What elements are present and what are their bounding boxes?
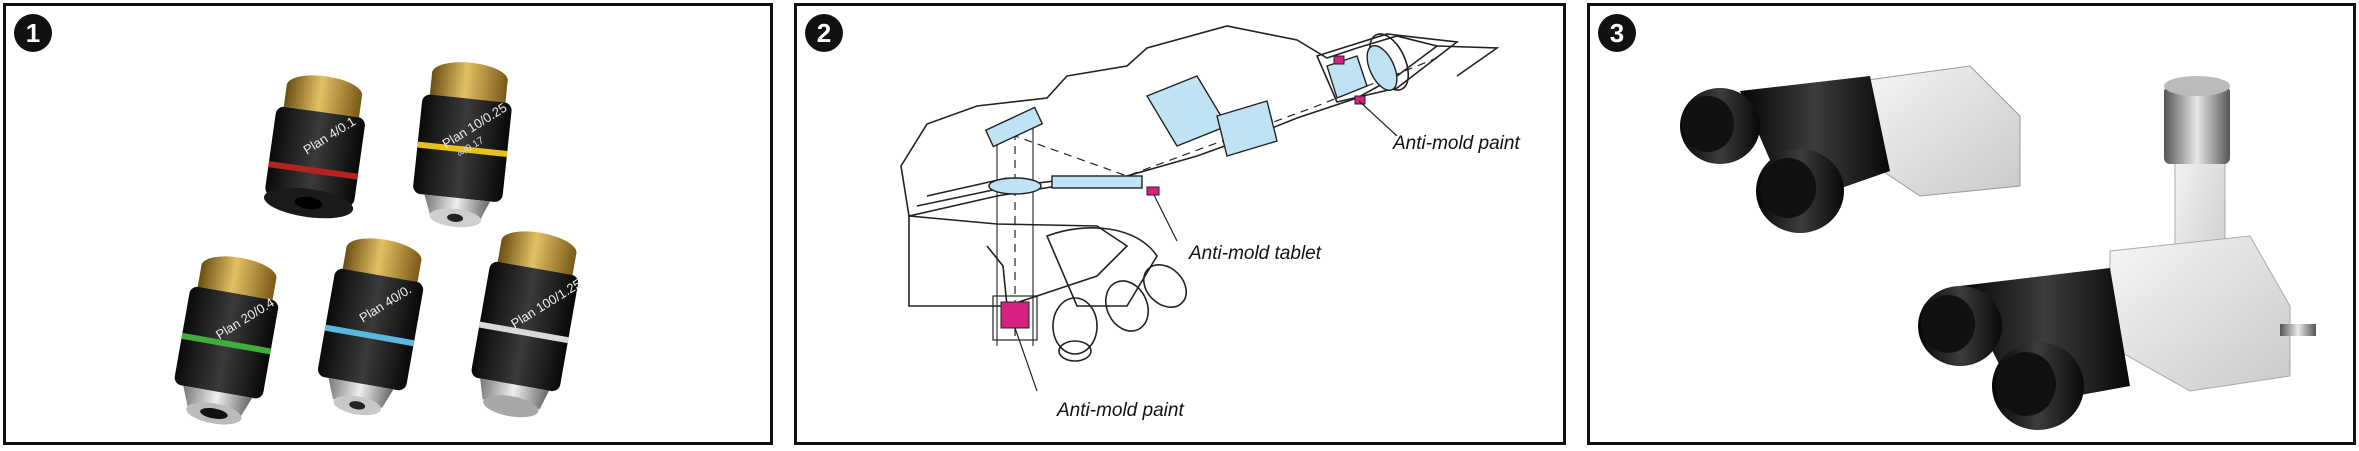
objective-plan-100 [471,231,579,418]
objective-plan-10 [413,62,512,228]
objective-plan-4 [263,75,365,219]
panel-number-badge: 2 [805,14,843,52]
panel-microscope-heads: 3 [1587,3,2356,445]
objective-lens-1 [1052,297,1098,355]
stage-outline [908,215,1129,307]
optical-elements [984,44,1398,195]
objective-plan-20 [174,256,279,425]
band-color [324,324,415,347]
leader-middle [1153,194,1178,242]
panel-number-badge: 3 [1598,14,1636,52]
microscope-heads-illustration [1680,65,2316,430]
label-anti-mold-tablet: Anti-mold tablet [1189,243,1322,264]
microscope-body-outline [900,25,1439,217]
band-color [478,321,569,344]
panel-objectives: 1 [3,3,773,445]
band-color [268,161,359,180]
camera-port-tube [2164,86,2230,164]
leader-top-right [1358,100,1398,137]
eyepiece-tube [1315,33,1460,103]
nosepiece [1045,227,1158,307]
anti-mold-markers [1000,55,1366,329]
microscope-line-diagram [900,25,1500,392]
objective-plan-40 [317,238,424,416]
label-anti-mold-paint-bottom: Anti-mold paint [1057,400,1184,421]
objective-lens-2 [1105,280,1149,332]
band-color [417,141,508,157]
objective-lens-3 [1142,263,1188,309]
binocular-head [1680,65,2021,233]
panel-number-badge: 1 [14,14,52,52]
objectives-illustration [174,62,579,425]
label-anti-mold-paint-top: Anti-mold paint [1393,133,1520,154]
side-knob [2280,324,2316,336]
leader-bottom [1014,327,1038,392]
band-color [181,332,272,355]
panel-anti-mold-diagram: 2 [794,3,1566,445]
trinocular-head [1918,76,2316,430]
